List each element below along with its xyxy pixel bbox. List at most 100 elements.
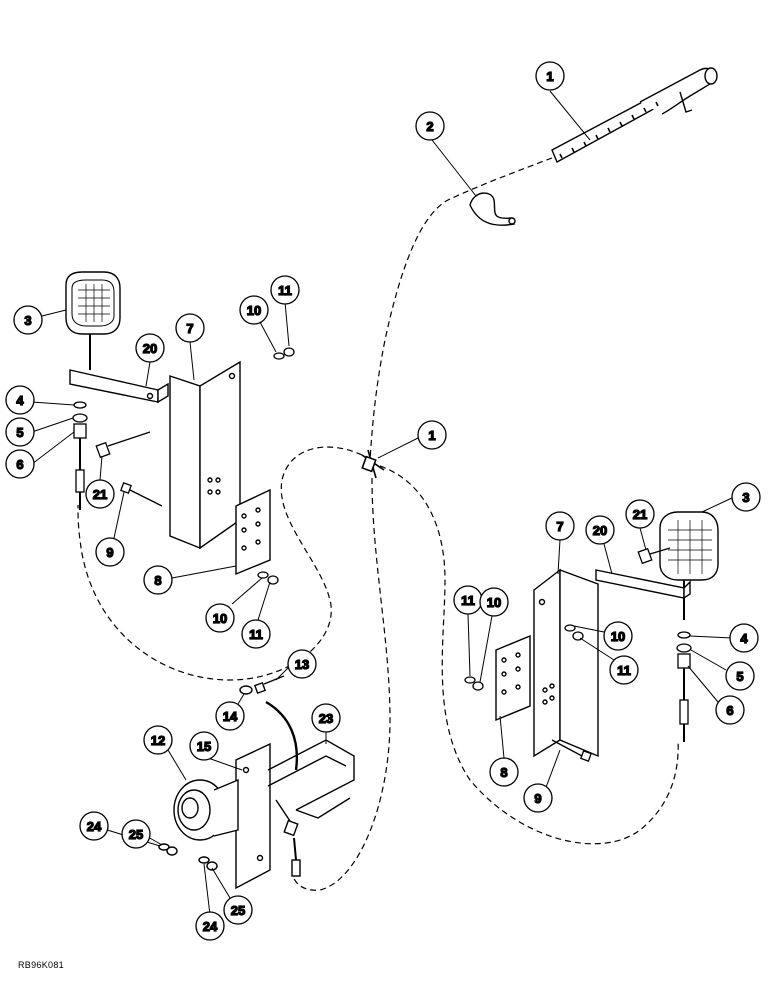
callout-label: 9: [534, 791, 541, 806]
callout-label: 1: [546, 69, 553, 84]
callout-7-left: 7: [175, 313, 205, 343]
callout-11-right-lower: 11: [453, 585, 483, 615]
callout-14: 14: [215, 701, 245, 731]
harness-conduit: [551, 67, 718, 163]
callout-11-left-lower: 11: [241, 619, 271, 649]
callout-1-mid: 1: [417, 420, 447, 450]
callout-23: 23: [311, 703, 341, 733]
right-bolt: [637, 547, 671, 565]
left-mount-plate: [235, 488, 271, 576]
left-nuts: [257, 347, 295, 585]
callout-label: 25: [129, 827, 143, 842]
callout-label: 23: [319, 711, 333, 726]
callout-10-left-lower: 10: [205, 603, 235, 633]
callout-12: 12: [143, 725, 173, 755]
callout-label: 10: [247, 303, 261, 318]
callout-label: 3: [24, 313, 31, 328]
callout-label: 11: [617, 663, 631, 678]
callout-label: 13: [295, 657, 309, 672]
callout-label: 15: [197, 739, 211, 754]
callout-3-right: 3: [731, 482, 761, 512]
callout-label: 20: [593, 523, 607, 538]
callout-label: 11: [461, 593, 475, 608]
callout-label: 6: [16, 457, 23, 472]
left-work-light: [65, 271, 121, 370]
callout-8-right: 8: [489, 757, 519, 787]
callout-6-right: 6: [715, 695, 745, 725]
callout-10-left-upper: 10: [239, 295, 269, 325]
callout-10-right-lower: 10: [479, 587, 509, 617]
harness-upper: [369, 157, 553, 461]
callout-13: 13: [287, 649, 317, 679]
callout-label: 24: [203, 919, 218, 934]
callout-label: 8: [154, 573, 161, 588]
callout-25-upper: 25: [121, 819, 151, 849]
right-light-bracket: [595, 569, 691, 600]
horn-assembly: [158, 675, 355, 890]
callout-24-upper: 24: [79, 811, 109, 841]
callout-11-left-upper: 11: [270, 275, 300, 305]
callout-21-right: 21: [625, 499, 655, 529]
callout-8-left: 8: [143, 565, 173, 595]
right-mount-hardware: [676, 631, 692, 742]
left-bolt: [95, 431, 151, 459]
callout-25-lower: 25: [223, 895, 253, 925]
callout-3-left: 3: [13, 305, 43, 335]
callout-6-left: 6: [5, 449, 35, 479]
callout-9-right: 9: [523, 783, 553, 813]
cable-clamp: [469, 192, 516, 226]
callout-label: 1: [428, 428, 435, 443]
callout-label: 14: [223, 709, 238, 724]
callout-10-right-upper: 10: [603, 621, 633, 651]
left-support-plate: [169, 360, 241, 550]
callout-5-left: 5: [5, 417, 35, 447]
left-mount-hardware: [72, 401, 88, 510]
harness-connector: [361, 449, 385, 479]
right-long-bolt: [551, 739, 592, 762]
callout-label: 9: [106, 545, 113, 560]
harness-lower: [291, 477, 391, 891]
callout-label: 11: [249, 627, 263, 642]
callout-21-left: 21: [85, 479, 115, 509]
callout-label: 21: [633, 507, 647, 522]
callout-label: 25: [231, 903, 245, 918]
callout-label: 12: [151, 733, 165, 748]
callout-label: 5: [16, 425, 23, 440]
right-work-light: [659, 511, 719, 620]
callout-9-left: 9: [95, 537, 125, 567]
callout-label: 10: [611, 629, 625, 644]
callout-label: 21: [93, 487, 107, 502]
callout-label: 11: [278, 283, 292, 298]
callout-4-left: 4: [5, 385, 35, 415]
figure-reference-code: RB96K081: [18, 960, 64, 970]
callout-15: 15: [189, 731, 219, 761]
callout-label: 8: [500, 765, 507, 780]
wiring-harness: [77, 157, 679, 891]
callout-2: 2: [415, 111, 445, 141]
callout-label: 4: [740, 631, 748, 646]
callout-label: 6: [726, 703, 733, 718]
callout-4-right: 4: [729, 623, 759, 653]
callout-24-lower: 24: [195, 911, 225, 941]
callout-1-top: 1: [535, 61, 565, 91]
callout-label: 24: [87, 819, 102, 834]
callout-5-right: 5: [725, 661, 755, 691]
left-light-bracket: [69, 369, 169, 404]
callout-20-left: 20: [135, 333, 165, 363]
callouts: 1 2 3 20 7 10 11 4 5 6 21 9 8 10 11 1 7 …: [5, 61, 761, 941]
callout-label: 10: [213, 611, 227, 626]
callout-label: 3: [742, 490, 749, 505]
callout-label: 20: [143, 341, 157, 356]
harness-left-loop: [77, 446, 363, 681]
callout-label: 7: [556, 519, 563, 534]
callout-11-right-upper: 11: [609, 655, 639, 685]
right-nuts: [464, 624, 584, 691]
callout-7-right: 7: [545, 511, 575, 541]
harness-right: [379, 465, 679, 845]
callout-label: 5: [736, 669, 743, 684]
callout-20-right: 20: [585, 515, 615, 545]
callout-label: 4: [16, 393, 24, 408]
callout-label: 10: [487, 595, 501, 610]
right-support-plate: [533, 568, 599, 758]
